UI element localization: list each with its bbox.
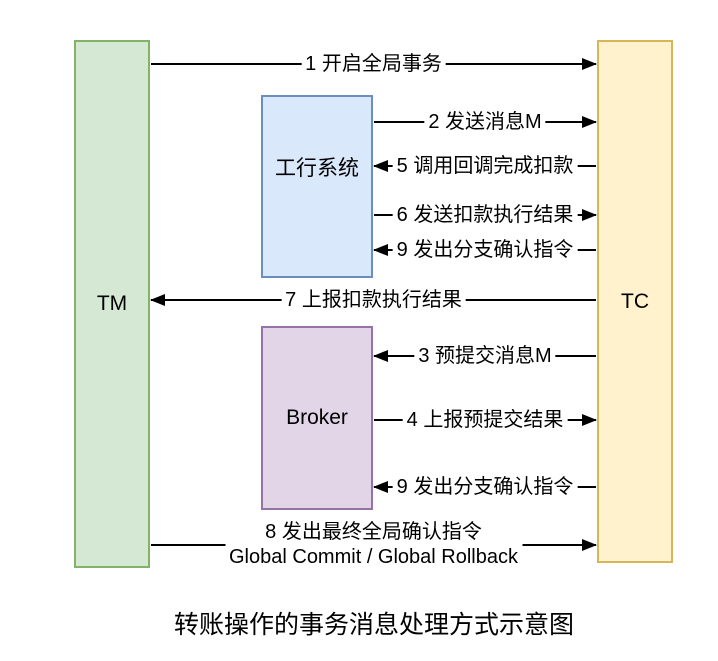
edge-1-begin-global-transaction: 1 开启全局事务 bbox=[150, 50, 597, 78]
node-icbc-system: 工行系统 bbox=[261, 95, 373, 278]
edge-4-label: 4 上报预提交结果 bbox=[402, 407, 568, 433]
edge-9b-label: 9 发出分支确认指令 bbox=[392, 474, 578, 500]
arrowhead-right-icon bbox=[582, 209, 597, 221]
edge-6-send-deduct-result: 6 发送扣款执行结果 bbox=[373, 201, 597, 229]
edge-8-label-line1: 8 发出最终全局确认指令 bbox=[265, 521, 482, 543]
arrowhead-left-icon bbox=[373, 160, 388, 172]
arrowhead-right-icon bbox=[582, 539, 597, 551]
edge-3-precommit-message: 3 预提交消息M bbox=[373, 342, 597, 370]
node-icbc-system-label: 工行系统 bbox=[275, 157, 359, 180]
edge-3-label: 3 预提交消息M bbox=[414, 343, 556, 369]
edge-4-report-precommit-result: 4 上报预提交结果 bbox=[373, 406, 597, 434]
arrowhead-right-icon bbox=[582, 58, 597, 70]
edge-7-report-deduct-result: 7 上报扣款执行结果 bbox=[150, 286, 597, 314]
node-tm-label: TM bbox=[96, 292, 128, 315]
node-broker-label: Broker bbox=[286, 406, 348, 429]
edge-8-label: 8 发出最终全局确认指令 Global Commit / Global Roll… bbox=[225, 520, 522, 570]
arrowhead-left-icon bbox=[150, 294, 165, 306]
node-tc-label: TC bbox=[621, 289, 649, 313]
edge-9a-label: 9 发出分支确认指令 bbox=[392, 237, 578, 263]
node-tm: TM bbox=[74, 40, 150, 568]
edge-2-send-message: 2 发送消息M bbox=[373, 108, 597, 136]
edge-8-label-line2: Global Commit / Global Rollback bbox=[229, 546, 518, 568]
node-tc: TC bbox=[597, 40, 673, 563]
arrowhead-right-icon bbox=[582, 116, 597, 128]
arrowhead-right-icon bbox=[582, 414, 597, 426]
edge-2-label: 2 发送消息M bbox=[424, 109, 546, 135]
diagram-caption: 转账操作的事务消息处理方式示意图 bbox=[173, 611, 574, 639]
edge-6-label: 6 发送扣款执行结果 bbox=[392, 202, 578, 228]
edge-9a-branch-confirm: 9 发出分支确认指令 bbox=[373, 236, 597, 264]
edge-5-label: 5 调用回调完成扣款 bbox=[392, 153, 578, 179]
edge-7-label: 7 上报扣款执行结果 bbox=[281, 287, 466, 313]
arrowhead-left-icon bbox=[373, 350, 388, 362]
edge-1-label: 1 开启全局事务 bbox=[301, 51, 446, 77]
node-broker: Broker bbox=[261, 326, 373, 510]
arrowhead-left-icon bbox=[373, 481, 388, 493]
edge-8-final-global-confirm: 8 发出最终全局确认指令 Global Commit / Global Roll… bbox=[150, 517, 597, 573]
edge-9b-branch-confirm: 9 发出分支确认指令 bbox=[373, 473, 597, 501]
edge-5-invoke-callback-deduct: 5 调用回调完成扣款 bbox=[373, 152, 597, 180]
arrowhead-left-icon bbox=[373, 244, 388, 256]
